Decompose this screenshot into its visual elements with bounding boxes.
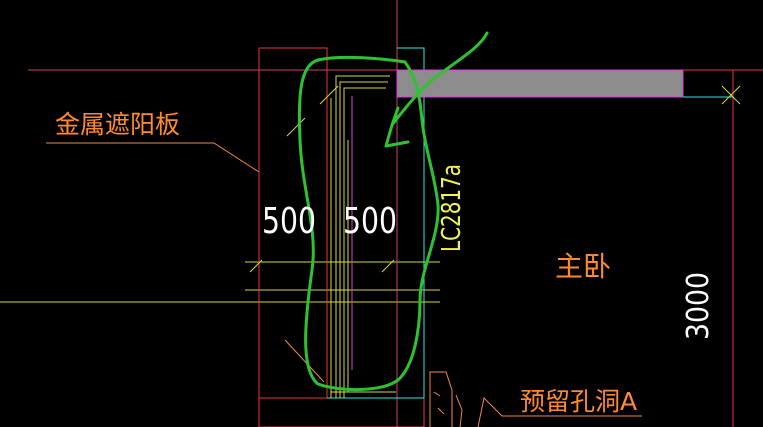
label-dim-vertical: 3000 [681,272,716,340]
dim-tick-3 [249,259,263,273]
label-sunshade: 金属遮阳板 [55,110,180,139]
leader-bottom-left [284,339,325,383]
markup-loop [297,55,440,392]
label-dim-right: 500 [343,201,397,242]
label-window-code: LC2817a [437,164,467,252]
window-layer-1 [335,75,390,398]
window-layer-2 [339,81,388,398]
dim-tick-4 [381,259,395,273]
dim-tick-6 [721,85,741,105]
leader-hole [477,396,642,427]
hole-marker-shape [429,371,463,427]
markup-arrow [384,31,489,148]
window-layer-3 [343,87,386,398]
leader-sunshade [46,142,260,173]
label-reserved-hole: 预留孔洞A [520,387,637,416]
dim-tick-1 [286,117,306,137]
label-room: 主卧 [555,250,611,283]
dim-tick-2 [319,85,339,105]
floor-slab [396,69,684,98]
label-dim-left: 500 [262,201,316,242]
window-frame-cyan [397,47,425,398]
